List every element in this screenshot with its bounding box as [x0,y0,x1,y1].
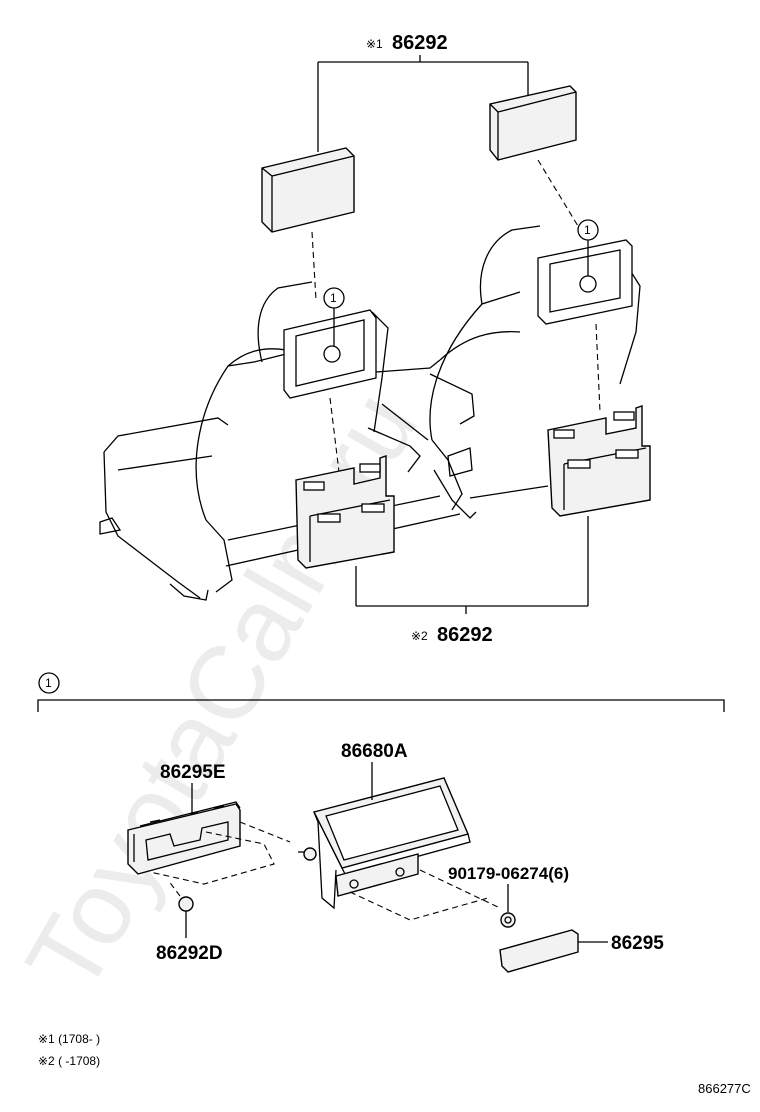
part-86295E-holder[interactable] [127,801,241,875]
callout-target-left [323,345,341,363]
footnote-2: ※2 ( -1708) [38,1054,100,1068]
bottom-bracket [355,516,589,614]
callout-number-left: 1 [330,291,337,305]
label-90179-group: 90179-06274(6) [448,864,569,912]
left-mount-bracket[interactable] [295,455,395,569]
right-headrest-frame[interactable]: 1 [537,219,633,325]
bottom-part-label[interactable]: 86292 [437,624,493,646]
nut-90179[interactable] [500,912,516,928]
bottom-label-group: ※2 86292 [355,516,589,646]
callout-circle-left[interactable] [323,287,345,309]
label-86292D-group: 86292D [156,943,223,964]
screw-part[interactable] [298,847,317,861]
top-part-label[interactable]: 86292 [392,32,448,54]
label-86295-group: 86295 [611,933,664,954]
leader-left-monitor [311,231,317,301]
part-label-86295E[interactable]: 86295E [160,762,226,783]
leader-right-monitor [537,159,585,237]
callout-target-right [579,275,597,293]
top-label-group: ※1 86292 [317,32,529,152]
part-label-90179-06274[interactable]: 90179-06274(6) [448,864,569,883]
left-monitor-unit[interactable] [261,147,355,233]
left-headrest-frame[interactable]: 1 [283,287,377,399]
part-label-86295[interactable]: 86295 [611,933,664,954]
callout-number-right: 1 [584,223,591,237]
section-callout-number: 1 [45,676,52,690]
part-label-86680A[interactable]: 86680A [341,741,408,762]
callout-circle-right[interactable] [577,219,599,241]
top-bracket [317,55,529,152]
right-mount-bracket[interactable] [547,405,651,517]
diagram-code: 866277C [698,1081,751,1096]
footnote-1: ※1 (1708- ) [38,1032,100,1046]
right-monitor-unit[interactable] [489,85,577,161]
label-86295E-group: 86295E [160,762,226,814]
section-callout-circle [38,672,60,694]
bottom-label-note: ※2 [411,629,428,643]
part-86295-cover[interactable] [499,929,608,973]
part-label-86292D[interactable]: 86292D [156,943,223,964]
rear-seat-illustration [99,225,641,601]
part-86680A-monitor[interactable] [312,777,471,910]
detail-section-header: 1 [37,672,725,712]
section-bracket [37,699,725,712]
top-label-note: ※1 [366,37,383,51]
label-86680A-group: 86680A [341,741,408,800]
part-86292D-pin[interactable] [178,896,194,938]
